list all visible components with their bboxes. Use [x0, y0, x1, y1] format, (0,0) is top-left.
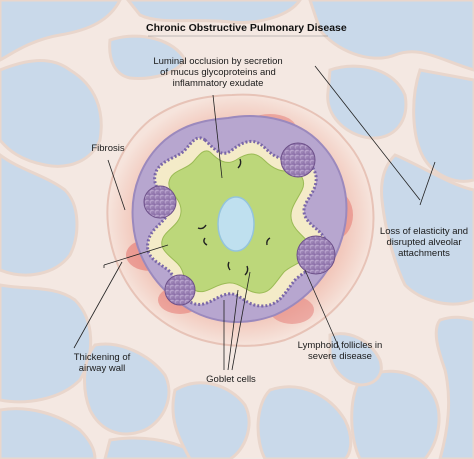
goblet-cell-marks — [197, 158, 271, 276]
label-lymphoid-follicles: Lymphoid follicles in severe disease — [297, 340, 383, 362]
airway-lumen — [217, 196, 255, 252]
label-thickening: Thickening of airway wall — [73, 352, 131, 374]
label-luminal-occlusion: Luminal occlusion by secretion of mucus … — [153, 56, 283, 89]
diagram-title: Chronic Obstructive Pulmonary Disease — [146, 22, 347, 34]
lymphoid-follicles — [143, 142, 336, 306]
label-loss-of-elasticity: Loss of elasticity and disrupted alveola… — [379, 226, 469, 259]
label-fibrosis: Fibrosis — [91, 143, 125, 154]
leader-lines — [73, 65, 436, 371]
label-goblet-cells: Goblet cells — [206, 374, 256, 385]
